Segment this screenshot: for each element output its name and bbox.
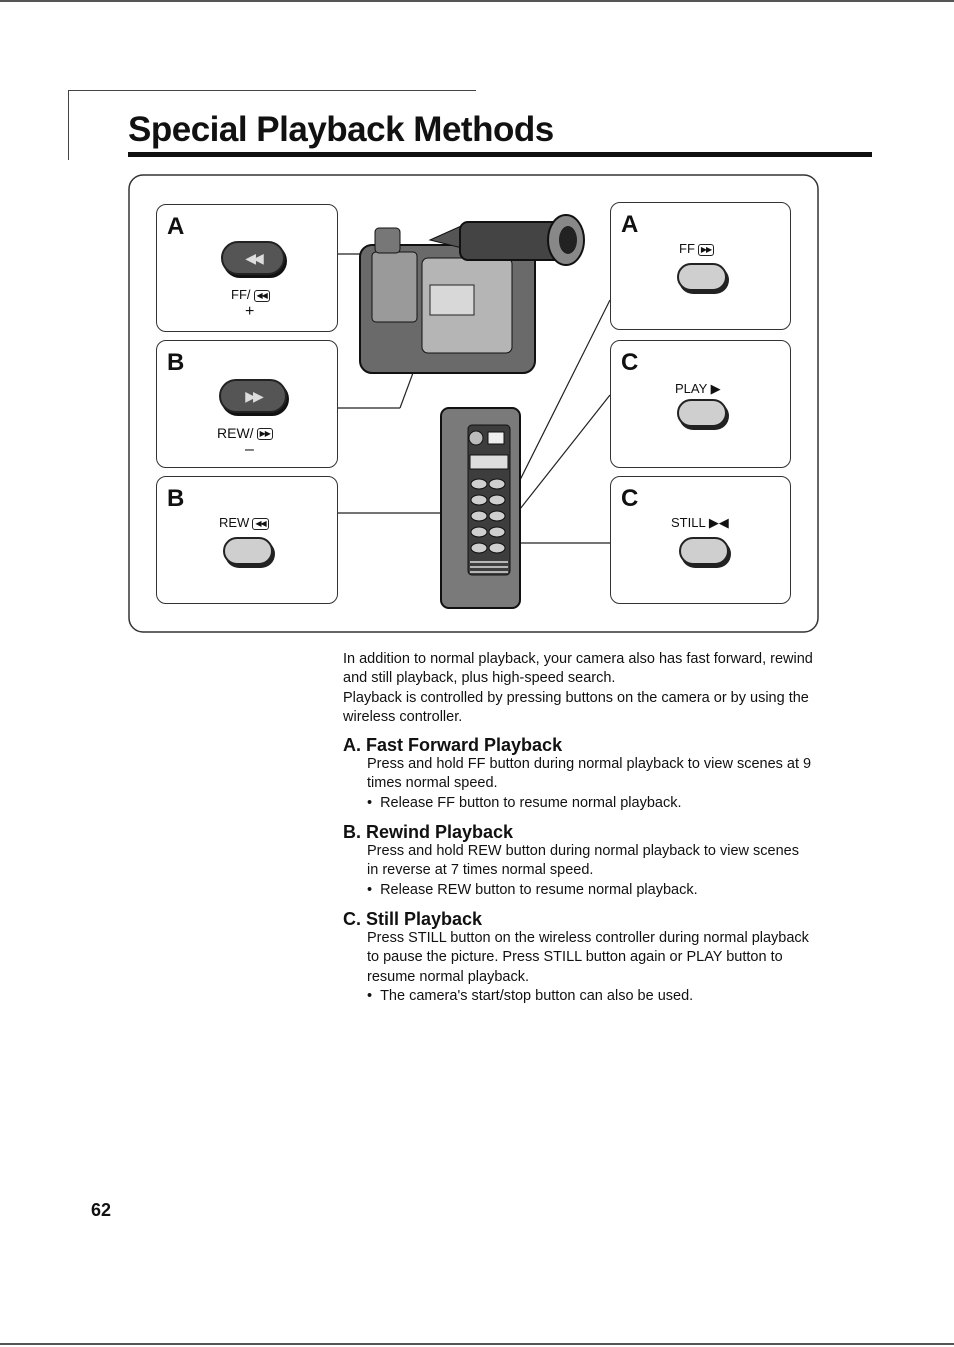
section-heading: A. Fast Forward Playback — [343, 735, 563, 755]
panel-label: REW/▶▶ — [217, 425, 273, 441]
remote-controller-icon — [440, 407, 521, 609]
section-bullet: The camera's start/stop button can also … — [367, 987, 813, 1006]
rewind-icon: ◀◀ — [253, 289, 270, 302]
rewind-button-icon: ◀◀ — [221, 241, 285, 275]
section-bullet: Release FF button to resume normal playb… — [367, 794, 813, 813]
section-fast-forward: A. Fast Forward Playback Press and hold … — [343, 735, 813, 813]
panel-ff-remote: A FF▶▶ — [610, 202, 791, 330]
header-vertical-rule — [68, 90, 69, 160]
panel-letter: B — [167, 485, 185, 512]
fast-forward-icon: ▶▶ — [256, 428, 273, 441]
panel-still: C STILL ▶◀ — [610, 476, 791, 604]
page-title: Special Playback Methods — [128, 110, 554, 149]
play-label: PLAY ▶ — [675, 381, 721, 396]
panel-letter: C — [621, 349, 639, 376]
playback-illustration: A ◀◀ FF/◀◀ + B ▶▶ REW/▶▶ – B REW◀◀ A FF▶… — [0, 0, 954, 640]
section-rewind: B. Rewind Playback Press and hold REW bu… — [343, 822, 813, 900]
still-label: STILL ▶◀ — [671, 515, 729, 530]
figure-frame — [128, 174, 819, 633]
page-bottom-border — [0, 1343, 954, 1345]
panel-ff-plus: A ◀◀ FF/◀◀ + — [156, 204, 338, 332]
panel-letter: A — [167, 213, 185, 240]
fast-forward-button-icon: ▶▶ — [219, 379, 287, 413]
camcorder-icon — [359, 214, 585, 374]
header-rule — [68, 90, 476, 91]
panel-label: FF▶▶ — [679, 241, 715, 256]
section-body: Press STILL button on the wireless contr… — [367, 930, 809, 985]
section-bullet: Release REW button to resume normal play… — [367, 881, 813, 900]
panel-label: FF/◀◀ — [231, 287, 270, 302]
section-body: Press and hold REW button during normal … — [367, 843, 799, 879]
panel-rew-minus: B ▶▶ REW/▶▶ – — [156, 340, 338, 468]
intro-paragraph: In addition to normal playback, your cam… — [343, 651, 813, 687]
section-body: Press and hold FF button during normal p… — [367, 756, 812, 792]
panel-sign: + — [245, 303, 255, 320]
play-button-icon — [677, 399, 727, 427]
still-button-icon — [679, 537, 729, 565]
page-number: 62 — [91, 1200, 112, 1220]
section-heading: B. Rewind Playback — [343, 822, 514, 842]
ff-button-icon — [677, 263, 727, 291]
section-still: C. Still Playback Press STILL button on … — [343, 909, 813, 1006]
panel-sign: – — [245, 441, 254, 458]
page-top-border — [0, 0, 954, 2]
intro-text: In addition to normal playback, your cam… — [343, 650, 813, 728]
title-underline — [128, 152, 872, 157]
panel-label: REW◀◀ — [219, 515, 269, 530]
rewind-icon: ◀◀ — [252, 517, 269, 530]
intro-paragraph: Playback is controlled by pressing butto… — [343, 689, 809, 726]
panel-letter: A — [621, 211, 639, 238]
fast-forward-icon: ▶▶ — [697, 243, 715, 256]
rew-button-icon — [223, 537, 273, 565]
panel-letter: C — [621, 485, 639, 512]
section-heading: C. Still Playback — [343, 909, 483, 929]
panel-play: C PLAY ▶ — [610, 340, 791, 468]
illustration-lines — [128, 174, 819, 633]
panel-letter: B — [167, 349, 185, 376]
panel-rew-remote: B REW◀◀ — [156, 476, 338, 604]
leader-line — [504, 394, 611, 529]
